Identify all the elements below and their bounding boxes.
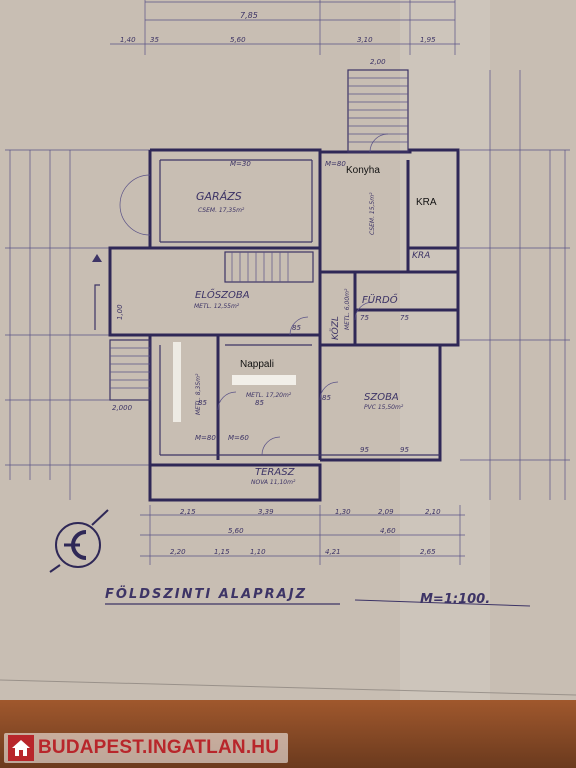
north-stamp-icon [49,509,109,573]
room-hall-name: ELŐSZOBA [195,287,250,301]
mark-10: 75 [360,314,369,322]
mark-7: 85 [322,394,331,402]
watermark-text: BUDAPEST.INGATLAN.HU [38,737,280,758]
room-left-name: METL. 8,35m² [195,373,202,415]
dim-bottom1-3: 2,09 [378,508,394,516]
dim-bottom1-2: 1,30 [335,508,351,516]
dim-top-1: 1,40 [120,36,136,44]
plan-title: FÖLDSZINTI ALAPRAJZ [105,586,307,602]
dim-bottom1-4: 2,10 [425,508,441,516]
window-dim: 2,000 [112,404,133,412]
mark-4: 85 [198,399,207,407]
room-room-sub: PVC 15,50m² [364,404,404,411]
mark-1: M=80 [195,434,216,442]
door-swings [119,133,389,456]
mark-9: 95 [360,446,369,454]
room-terrace-name: TERASZ [255,467,296,478]
floor-plan-drawing: 7,85 1,40 35 5,60 3,10 1,95 2,00 [0,0,576,696]
room-bath-name: FÜRDŐ [362,292,398,306]
dim-bottom1-0: 2,15 [180,508,196,516]
mark-5: 85 [255,399,264,407]
floor-plan-paper: 7,85 1,40 35 5,60 3,10 1,95 2,00 [0,0,576,700]
dim-bottom3-3: 4,21 [325,548,341,556]
dim-top-6: 2,00 [370,58,386,66]
scale-underline [354,599,531,607]
stair-note: 1,00 [116,304,124,320]
dim-bottom2-1: 4,60 [380,527,396,535]
dim-bottom3-2: 1,10 [250,548,266,556]
stairs-inner [224,251,314,283]
mark-11: 75 [400,314,409,322]
misc-marks: M=30 M=80 M=60 M=80 85 85 85 85 95 95 75… [112,160,409,454]
interior-walls [150,150,458,460]
room-terrace-sub: NOVA 11,10m² [251,479,296,486]
room-garage-sub: CSEM. 17,35m² [198,207,245,214]
mark-2: M=60 [228,434,249,442]
room-garage-name: GARÁZS [196,190,242,203]
room-living-name: METL. 17,20m² [246,392,292,399]
room-corridor-name: KÖZL [330,316,341,340]
dim-top-5: 1,95 [420,36,436,44]
redaction-patch [173,342,181,422]
top-dimension-lines [110,0,460,55]
right-dimension-lines [460,70,570,500]
dim-top-2: 35 [150,36,159,44]
dim-bottom3-1: 1,15 [214,548,230,556]
mark-3: M=80 [325,160,346,168]
room-hall-sub: METL. 12,55m² [194,303,240,310]
stairs-top [347,69,409,153]
room-corridor-sub: METL. 6,00m² [344,288,351,330]
top-dimension-labels: 7,85 1,40 35 5,60 3,10 1,95 2,00 [120,11,436,66]
label-nappali: Nappali [240,359,274,370]
dim-top-0: 7,85 [240,11,258,20]
dim-bottom1-1: 3,39 [258,508,274,516]
mark-0: M=30 [230,160,251,168]
watermark: BUDAPEST.INGATLAN.HU [4,733,288,763]
bottom-dimension-lines [140,505,465,565]
room-pantry-name: KRA [412,251,430,261]
dim-top-3: 5,60 [230,36,246,44]
dim-bottom3-0: 2,20 [170,548,186,556]
dim-bottom2-0: 5,60 [228,527,244,535]
dim-bottom3-4: 2,65 [420,548,436,556]
bottom-dimension-labels: 2,15 3,39 1,30 2,09 2,10 5,60 4,60 2,20 … [170,508,441,556]
stairs-entry [92,254,151,401]
label-konyha: Konyha [346,165,380,176]
house-icon [8,735,34,761]
room-kitchen-name: CSEM. 15,5m² [369,192,376,235]
label-kra: KRA [416,197,437,208]
mark-6: 85 [292,324,301,332]
room-room-name: SZOBA [364,392,399,403]
mark-8: 95 [400,446,409,454]
redaction-patch [232,375,296,385]
room-labels: GARÁZS CSEM. 17,35m² ELŐSZOBA METL. 12,5… [194,190,430,486]
dim-top-4: 3,10 [357,36,373,44]
